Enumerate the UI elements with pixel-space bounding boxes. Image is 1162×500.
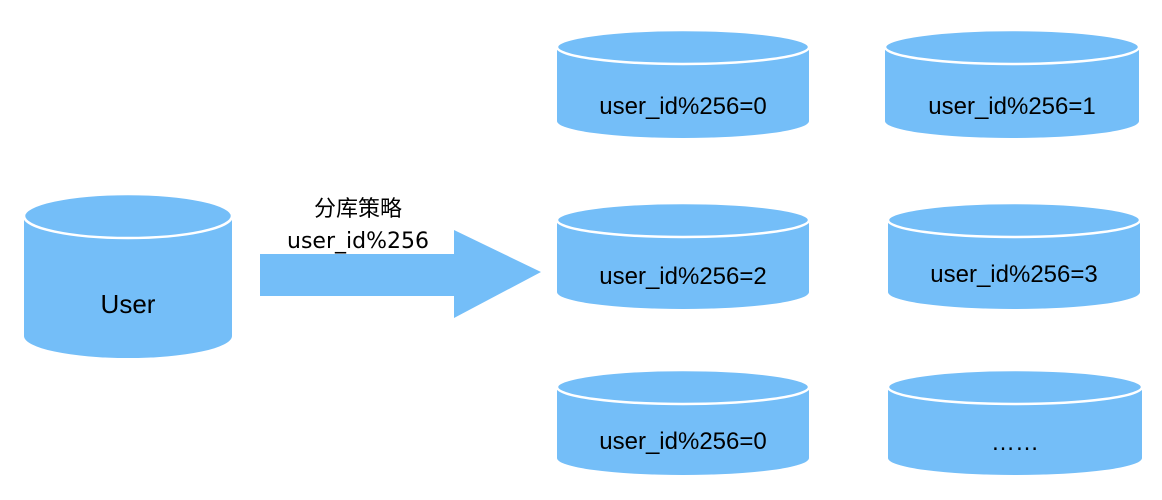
shard-database: user_id%256=3 — [886, 201, 1142, 309]
arrow-title: 分库策略 — [314, 197, 402, 222]
shard-label: user_id%256=1 — [928, 93, 1095, 120]
sharding-arrow: 分库策略 user_id%256 — [260, 197, 541, 318]
shard-database: …… — [886, 368, 1144, 475]
shard-label: user_id%256=0 — [599, 428, 766, 455]
arrow-shape — [260, 230, 541, 318]
shard-body — [557, 47, 809, 138]
shard-body — [888, 387, 1142, 475]
user-database-body — [24, 216, 232, 358]
shard-top — [555, 368, 811, 406]
shard-top — [886, 368, 1144, 406]
shard-top — [883, 28, 1141, 66]
shard-body — [885, 47, 1139, 138]
shard-database: user_id%256=2 — [555, 201, 811, 309]
shard-label: user_id%256=2 — [599, 263, 766, 290]
shard-top — [555, 201, 811, 239]
shard-database: user_id%256=0 — [555, 368, 811, 475]
shard-top — [886, 201, 1142, 239]
arrow-subtitle: user_id%256 — [287, 229, 429, 254]
shard-label: user_id%256=0 — [599, 93, 766, 120]
user-database: User — [22, 192, 234, 358]
shard-body — [557, 220, 809, 309]
shard-database: user_id%256=1 — [883, 28, 1141, 138]
shard-label: …… — [991, 429, 1039, 456]
shard-body — [557, 387, 809, 475]
shard-database: user_id%256=0 — [555, 28, 811, 138]
shard-label: user_id%256=3 — [930, 261, 1097, 288]
user-database-top — [22, 192, 234, 240]
user-database-label: User — [101, 289, 156, 319]
shard-body — [888, 220, 1140, 309]
shard-top — [555, 28, 811, 66]
